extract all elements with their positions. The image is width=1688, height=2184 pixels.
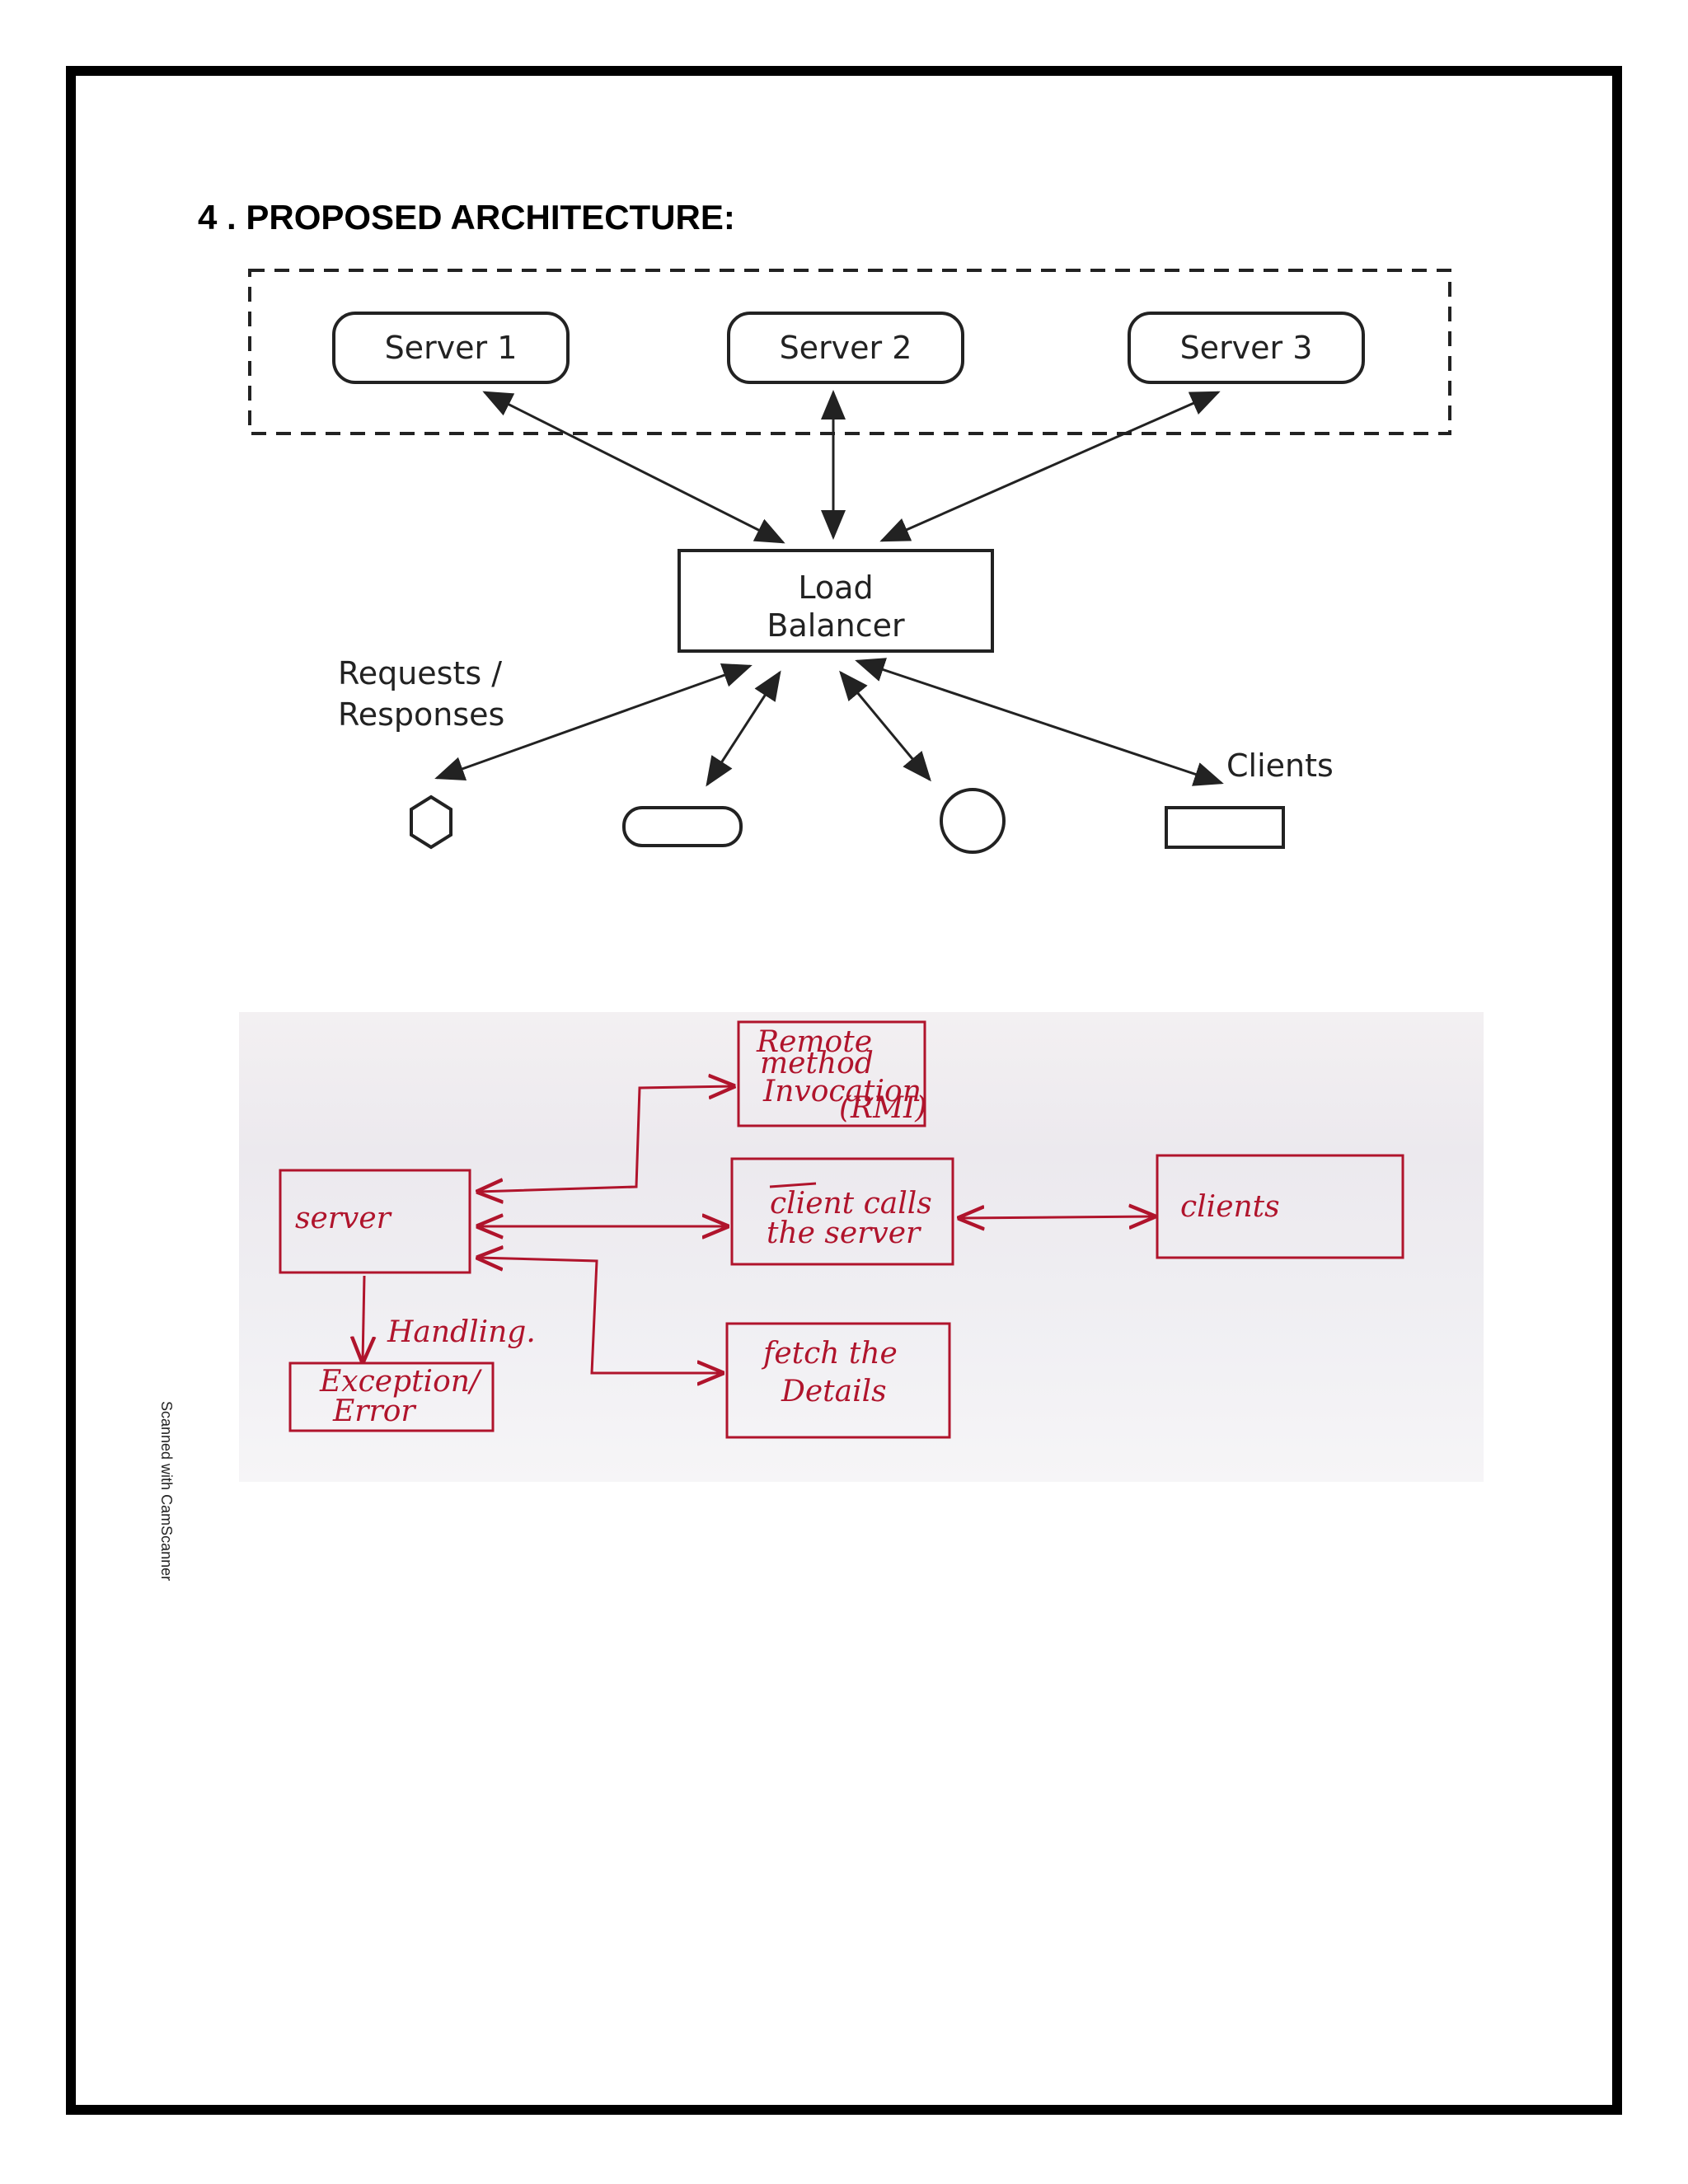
clients-box: clients: [1156, 1154, 1404, 1259]
rmi-label-line1: Remote: [756, 1025, 872, 1059]
arrow-server1-lb: [482, 391, 785, 544]
fetch-label-line2: Details: [781, 1375, 887, 1408]
rmi-label-line4: (RMI): [839, 1091, 926, 1125]
circle-icon: [940, 788, 1006, 854]
load-balancer-diagram: Server 1 Server 2 Server 3 Load Balancer…: [248, 269, 1451, 854]
arrow-lb-client1: [434, 663, 753, 781]
server-1-node: Server 1: [332, 312, 570, 384]
arrow-lb-client2: [706, 670, 781, 787]
arrow-server3-lb: [879, 391, 1221, 542]
section-heading: 4 . PROPOSED ARCHITECTURE:: [198, 198, 735, 237]
server-box-label: server: [295, 1202, 392, 1235]
client-calls-box: client calls the server: [730, 1157, 954, 1266]
server-1-label: Server 1: [385, 330, 518, 366]
exception-box: Exception/ Error: [288, 1361, 495, 1432]
hexagon-icon: [410, 794, 452, 850]
rmi-label-line3: Invocation: [762, 1075, 921, 1108]
arrow-server-rmi: [478, 1086, 734, 1192]
arrow-server-fetch: [478, 1258, 722, 1373]
scanned-image-background: [239, 1012, 1484, 1482]
exception-label-line2: Error: [332, 1394, 416, 1428]
exception-label-line1: Exception/: [319, 1365, 483, 1399]
fetch-details-box: fetch the Details: [725, 1322, 951, 1439]
clients-box-label: clients: [1180, 1190, 1280, 1224]
load-balancer-node: Load Balancer: [678, 549, 994, 653]
camscanner-watermark: Scanned with CamScanner: [158, 1401, 175, 1582]
strikethrough-mark: [769, 1182, 817, 1188]
arrow-lb-client4: [855, 658, 1224, 786]
rounded-rect-icon: [622, 806, 743, 847]
server-3-label: Server 3: [1180, 330, 1313, 366]
handling-label: Handling.: [387, 1315, 536, 1349]
server-2-node: Server 2: [727, 312, 964, 384]
load-balancer-label-line2: Balancer: [767, 607, 905, 644]
arrow-client-calls-clients: [959, 1216, 1154, 1218]
client-calls-label-line2: the server: [767, 1216, 921, 1250]
rmi-box: Remote method Invocation (RMI): [737, 1020, 926, 1127]
rmi-label-line2: method: [760, 1047, 874, 1080]
fetch-label-line1: fetch the: [761, 1337, 898, 1371]
client-calls-label-line1: client calls: [770, 1187, 932, 1221]
arrow-server-exception: [363, 1275, 364, 1361]
load-balancer-label-line1: Load: [798, 569, 873, 606]
clients-label: Clients: [1226, 748, 1334, 784]
server-group-dashed-box: [248, 269, 1451, 435]
server-2-label: Server 2: [780, 330, 912, 366]
server-box: server: [279, 1169, 471, 1274]
rectangle-icon: [1165, 806, 1285, 849]
server-3-node: Server 3: [1128, 312, 1365, 384]
